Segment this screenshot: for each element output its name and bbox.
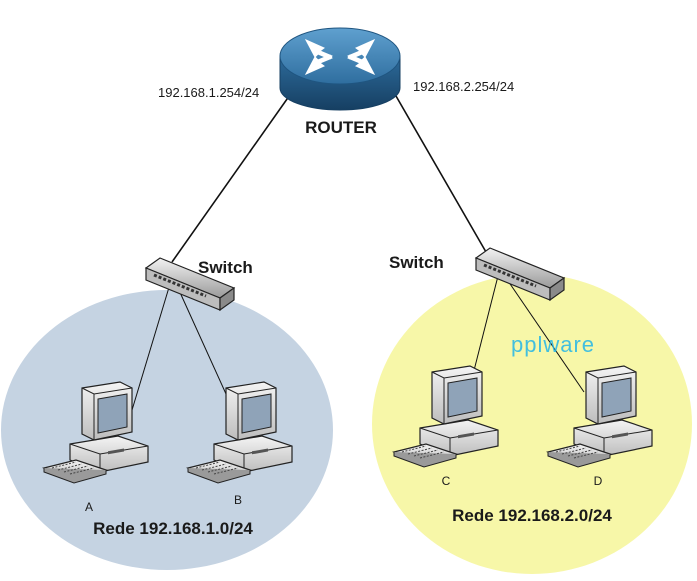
network-right-area xyxy=(372,274,692,574)
switch-left-label: Switch xyxy=(198,258,253,277)
router-ip-left: 192.168.1.254/24 xyxy=(158,85,259,100)
pc-label-d: D xyxy=(594,474,603,488)
router-icon xyxy=(279,27,401,111)
watermark-logo: pplware xyxy=(511,332,595,357)
router-ip-right: 192.168.2.254/24 xyxy=(413,79,514,94)
pc-label-a: A xyxy=(85,500,93,514)
connection-lines xyxy=(171,91,487,263)
pc-label-b: B xyxy=(234,493,242,507)
network-left-label: Rede 192.168.1.0/24 xyxy=(93,519,253,538)
link-switch-pc-d xyxy=(505,277,585,393)
link-switch-pc-a xyxy=(125,283,171,431)
switch-right-label: Switch xyxy=(389,253,444,272)
router-label: ROUTER xyxy=(305,118,377,137)
link-router-switch-right xyxy=(395,95,487,253)
network-right-label: Rede 192.168.2.0/24 xyxy=(452,506,612,525)
pc-label-c: C xyxy=(442,474,451,488)
network-left-area xyxy=(1,290,333,570)
link-router-switch-left xyxy=(171,91,293,263)
